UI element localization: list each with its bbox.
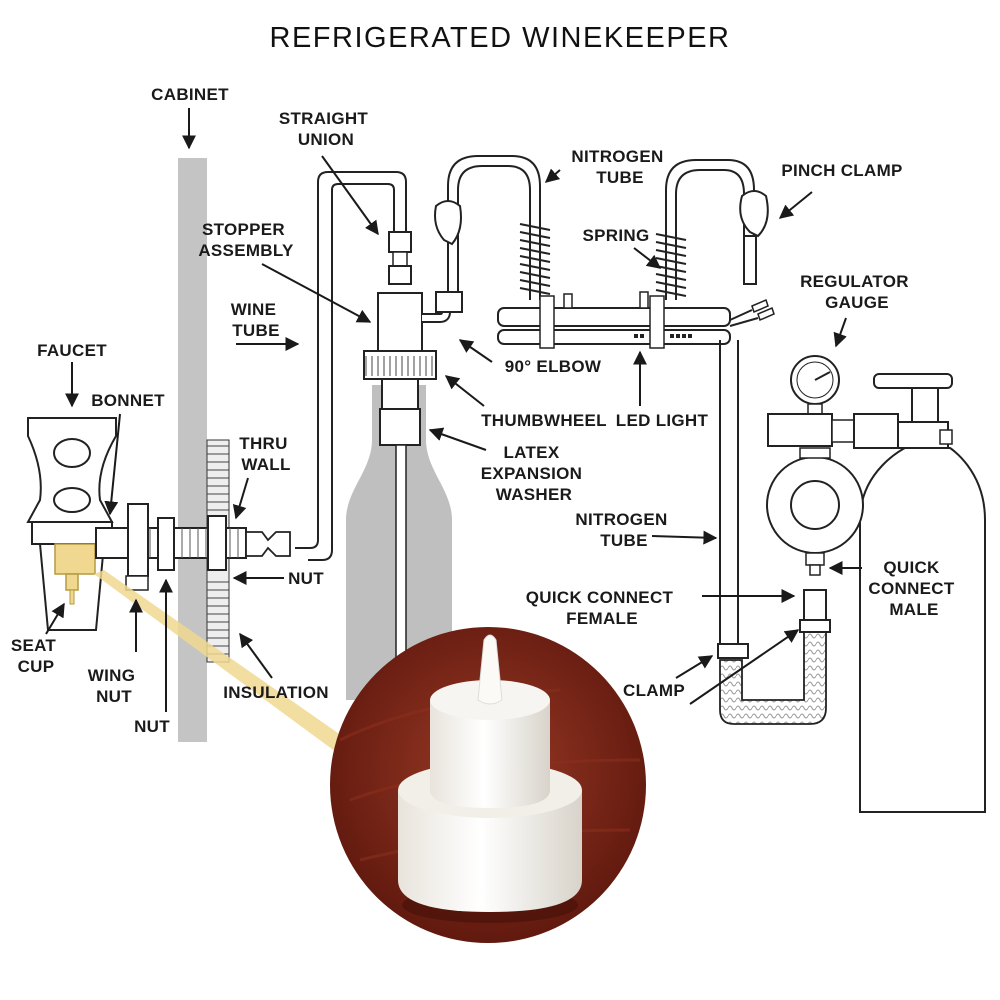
seat-cup-highlight	[54, 543, 96, 575]
label-nitrogen-tube-mid: NITROGEN TUBE	[575, 510, 672, 550]
label-nut-right: NUT	[288, 569, 324, 588]
label-thumbwheel: THUMBWHEEL	[481, 411, 607, 430]
label-quick-connect-female: QUICK CONNECT FEMALE	[526, 588, 679, 628]
label-thru-wall: THRU WALL	[239, 434, 292, 474]
faucet	[26, 417, 291, 631]
manifold-bar	[497, 291, 775, 644]
nitrogen-cylinder	[859, 373, 986, 813]
label-arrows	[45, 108, 862, 712]
label-insulation: INSULATION	[223, 683, 329, 702]
regulator	[766, 355, 899, 576]
wine-tube	[295, 171, 407, 549]
seat-cup-callout-band	[94, 570, 348, 752]
label-quick-connect-male: QUICK CONNECT MALE	[868, 558, 959, 619]
label-led-light: LED LIGHT	[616, 411, 709, 430]
nitrogen-tube-loops	[434, 155, 769, 300]
label-clamp: CLAMP	[623, 681, 685, 700]
label-spring: SPRING	[583, 226, 650, 245]
label-wing-nut: WING NUT	[88, 666, 141, 706]
label-stopper-assembly: STOPPER ASSEMBLY	[198, 220, 294, 260]
quick-connect-assembly	[717, 589, 831, 725]
stopper-assembly	[363, 291, 463, 706]
diagram-title: REFRIGERATED WINEKEEPER	[270, 22, 731, 54]
label-regulator-gauge: REGULATOR GAUGE	[800, 272, 914, 312]
label-90-elbow: 90° ELBOW	[505, 357, 602, 376]
label-nitrogen-tube-top: NITROGEN TUBE	[571, 147, 668, 187]
label-straight-union: STRAIGHT UNION	[279, 109, 373, 149]
label-cabinet: CABINET	[151, 85, 229, 104]
label-seat-cup: SEAT CUP	[11, 636, 61, 676]
label-faucet: FAUCET	[37, 341, 107, 360]
straight-union	[388, 231, 412, 285]
labels: CABINET STRAIGHT UNION NITROGEN TUBE PIN…	[11, 85, 959, 736]
label-bonnet: BONNET	[91, 391, 165, 410]
label-pinch-clamp: PINCH CLAMP	[781, 161, 902, 180]
label-nut-bottom: NUT	[134, 717, 170, 736]
label-latex-expansion-washer: LATEX EXPANSION WASHER	[481, 443, 588, 504]
label-wine-tube: WINE TUBE	[231, 300, 282, 340]
seat-cup-photo	[330, 627, 646, 943]
